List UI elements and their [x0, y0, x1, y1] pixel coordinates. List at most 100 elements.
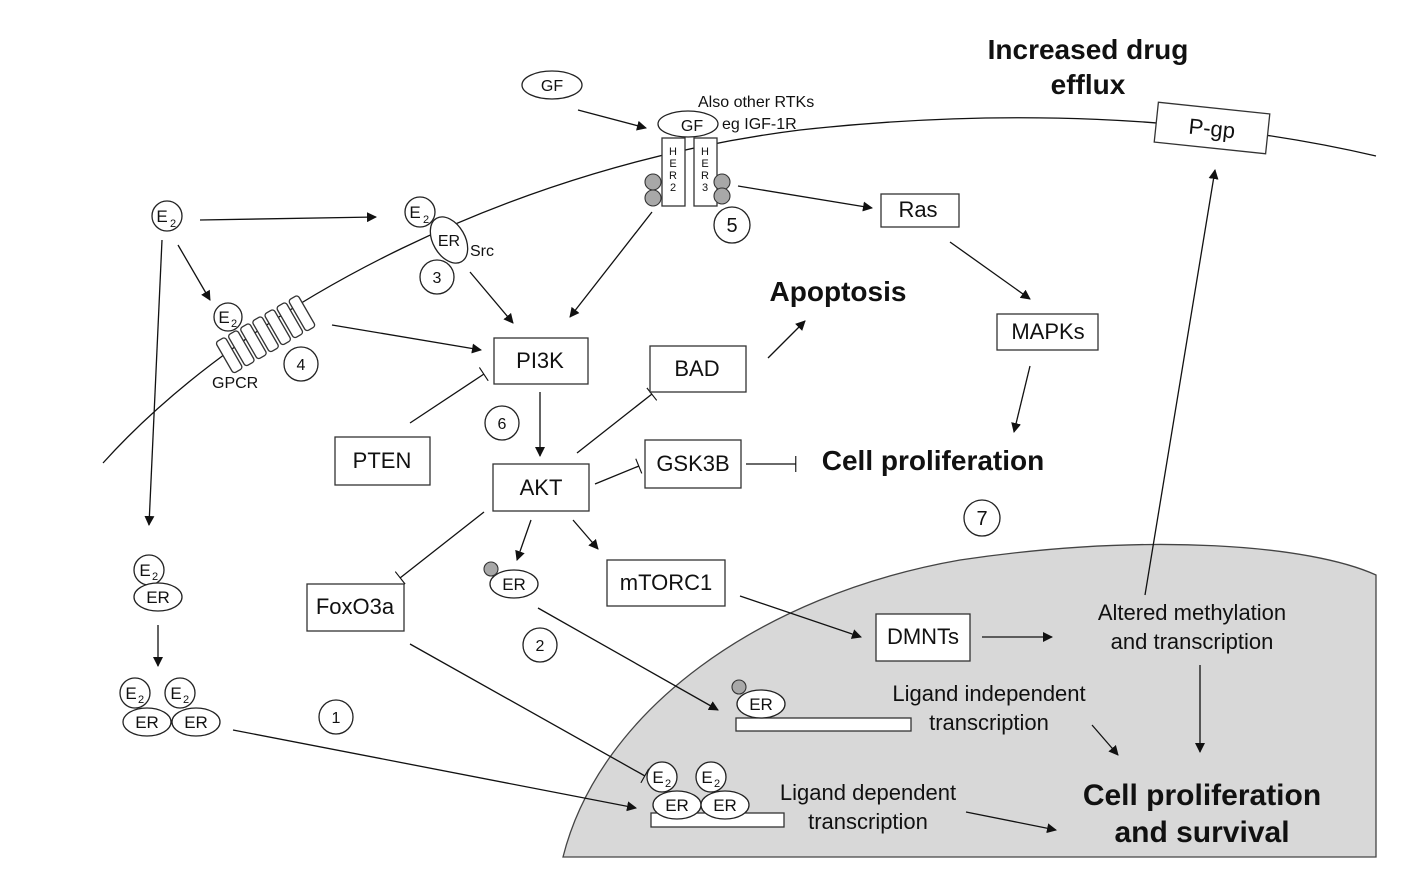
er-label: ER [184, 713, 208, 732]
altered-methylation-line1: Altered methylation [1098, 600, 1286, 625]
nucleus [562, 543, 1377, 858]
pten-box [334, 436, 431, 486]
step-marker-3-label: 3 [433, 270, 442, 287]
inhibit-foxo3a-ligand-dependent [409, 643, 650, 784]
akt-box [492, 463, 590, 512]
arrows [144, 109, 1219, 834]
src-label: Src [470, 243, 494, 260]
cell-proliferation-survival-line1: Cell proliferation [1083, 779, 1321, 812]
arrow-mapks-to-proliferation [1011, 365, 1031, 433]
estrogen-receptor [171, 707, 221, 737]
step-marker-1 [318, 699, 354, 735]
estradiol-label: E [652, 768, 663, 787]
phospho-dot [731, 679, 747, 695]
increased-drug-efflux-line1: Increased drug [988, 34, 1189, 65]
estradiol-subscript: 2 [714, 778, 720, 790]
estradiol-molecule [164, 677, 196, 709]
gsk3b-box [644, 439, 742, 489]
estradiol-subscript: 2 [665, 778, 671, 790]
growth-factor-bound [657, 110, 719, 138]
estradiol-molecule [213, 302, 243, 332]
altered-methylation-line2: and transcription [1111, 629, 1274, 654]
arrow-her-to-pi3k [569, 211, 653, 318]
her2-letter-h: H [669, 146, 677, 158]
estrogen-receptor [133, 582, 183, 612]
step-marker-2 [522, 627, 558, 663]
er-label: ER [502, 575, 526, 594]
ligand-dependent-line2: transcription [808, 809, 928, 834]
cell-membrane [102, 117, 1377, 464]
akt-label: AKT [520, 475, 563, 500]
arrow-ras-to-mapks [949, 241, 1031, 300]
estradiol-subscript: 2 [423, 214, 429, 226]
estradiol-molecule [404, 196, 436, 228]
inhibit-akt-gsk3b [594, 458, 643, 485]
rtk-note-line1: Also other RTKs [698, 94, 814, 111]
gpcr-receptor [215, 295, 316, 374]
arrow-gf-to-receptor [577, 109, 647, 131]
estrogen-receptor-phosphorylated [489, 569, 539, 599]
her2-receptor [661, 137, 686, 207]
cell-proliferation-survival-line2: and survival [1114, 816, 1289, 849]
dmnts-box [875, 613, 971, 662]
arrow-her-to-ras [737, 185, 873, 212]
estrogen-receptor-phosphorylated [736, 689, 786, 719]
er-label: ER [665, 796, 689, 815]
her2-letter-r: R [669, 170, 677, 182]
inhibit-akt-foxo3a [394, 511, 485, 585]
estrogen-receptor [700, 790, 750, 820]
estradiol-subscript: 2 [170, 218, 176, 230]
ras-label: Ras [898, 197, 937, 222]
arrow-akt-to-mtorc1 [572, 519, 599, 550]
step-marker-7-label: 7 [976, 508, 987, 530]
step-marker-4-label: 4 [297, 357, 306, 374]
ligand-independent-line1: Ligand independent [892, 681, 1085, 706]
estradiol-molecule [151, 200, 183, 232]
phospho-dot [644, 189, 662, 207]
pten-label: PTEN [353, 448, 412, 473]
pi3k-box [493, 337, 589, 385]
mtorc1-label: mTORC1 [620, 570, 713, 595]
gpcr-label: GPCR [212, 375, 258, 392]
estradiol-label: E [139, 561, 150, 580]
arrow-src-to-pi3k [469, 271, 514, 324]
gsk3b-label: GSK3B [656, 451, 729, 476]
estradiol-label: E [125, 684, 136, 703]
foxo3a-label: FoxO3a [316, 594, 395, 619]
arrow-altered-to-pgp [1144, 169, 1219, 596]
step-marker-2-label: 2 [536, 638, 545, 655]
her3-letter-h: H [701, 146, 709, 158]
her3-receptor [693, 137, 718, 207]
phospho-dot [483, 561, 499, 577]
her2-letter-2: 2 [670, 182, 676, 194]
step-marker-6-label: 6 [498, 416, 507, 433]
mtorc1-box [606, 559, 726, 607]
dmnts-label: DMNTs [887, 624, 959, 649]
her2-letter-e: E [669, 158, 676, 170]
estradiol-label: E [701, 768, 712, 787]
pgp-label: P-gp [1188, 114, 1237, 144]
estradiol-subscript: 2 [138, 694, 144, 706]
estradiol-molecule [646, 761, 678, 793]
arrow-mtorc1-to-dmnts [739, 595, 862, 639]
arrow-er-to-ligand-independent [537, 607, 719, 711]
her3-letter-e: E [701, 158, 708, 170]
step-marker-3 [419, 259, 455, 295]
estradiol-subscript: 2 [231, 318, 237, 330]
bad-label: BAD [674, 356, 719, 381]
cell-proliferation-label: Cell proliferation [822, 445, 1044, 476]
estrogen-receptor [122, 707, 172, 737]
arrow-e2-to-gpcr [177, 244, 211, 301]
step-marker-5-label: 5 [726, 215, 737, 237]
step-marker-5 [713, 206, 751, 244]
arrow-e2-to-er-src [199, 212, 377, 223]
estradiol-label: E [170, 684, 181, 703]
arrow-ligand-independent-to-survival [1091, 724, 1119, 756]
inhibit-akt-bad [576, 387, 658, 454]
arrow-e2-to-cytoplasm [144, 239, 163, 526]
growth-factor-bound-label: GF [681, 118, 703, 135]
estrogen-receptor-membrane [429, 216, 469, 264]
estradiol-molecule [119, 677, 151, 709]
rtk-note-line2: eg IGF-1R [722, 116, 797, 133]
